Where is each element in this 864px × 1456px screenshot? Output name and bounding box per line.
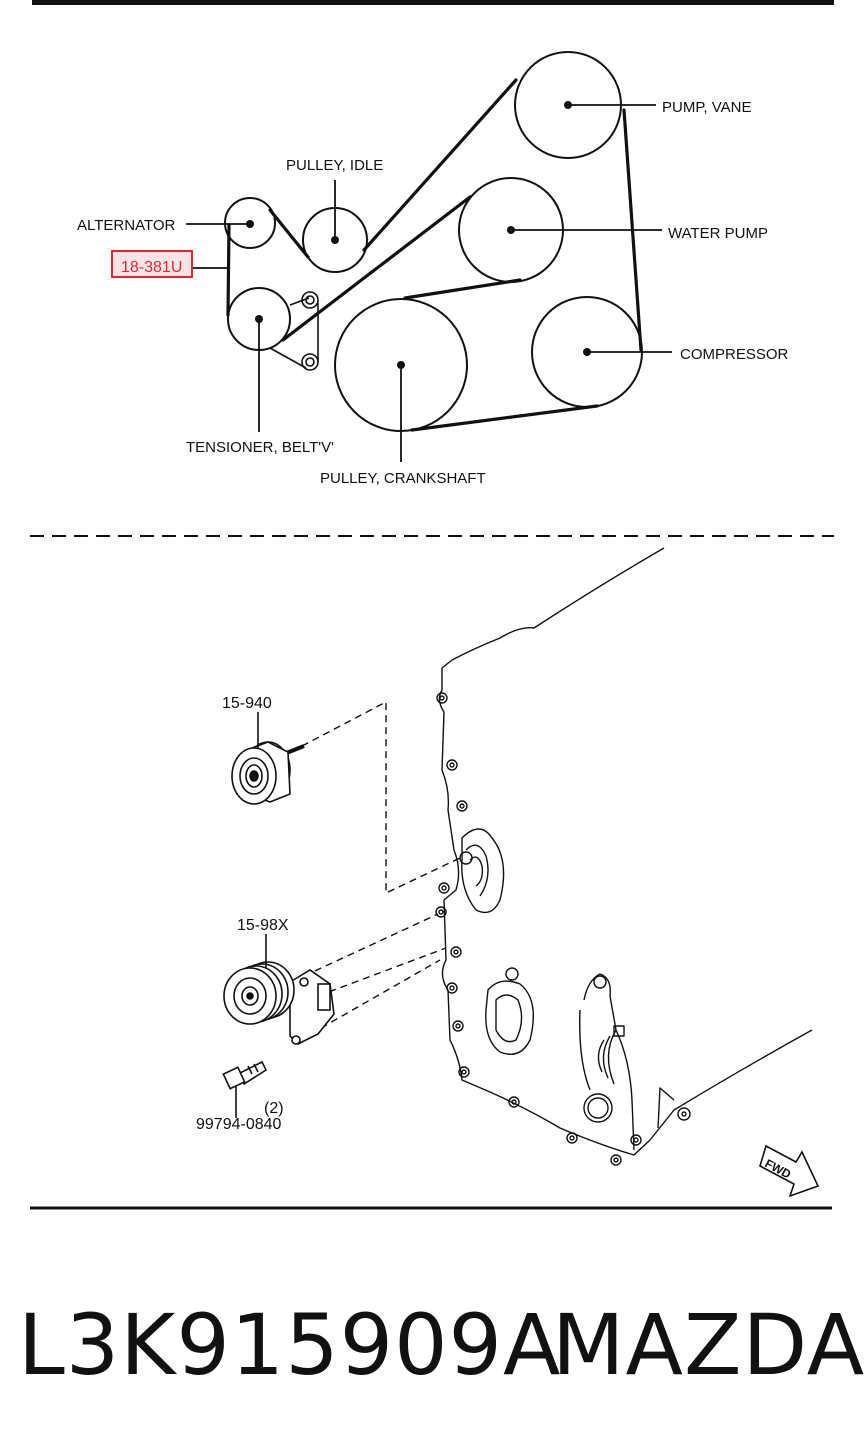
label-compressor: COMPRESSOR bbox=[680, 346, 789, 363]
label-water-pump: WATER PUMP bbox=[668, 225, 768, 242]
leader-dots bbox=[246, 101, 591, 369]
part-label-idler[interactable]: 15-940 bbox=[222, 695, 272, 712]
belt-routing-diagram bbox=[186, 51, 672, 462]
leader-lines bbox=[186, 104, 672, 462]
tensioner-assembly bbox=[223, 961, 335, 1045]
idler-pulley-assembly bbox=[231, 741, 305, 805]
fwd-arrow-icon bbox=[759, 1144, 820, 1198]
label-alternator: ALTERNATOR bbox=[77, 217, 176, 234]
highlighted-part-box bbox=[111, 250, 193, 278]
label-crankshaft: PULLEY, CRANKSHAFT bbox=[320, 470, 486, 487]
engine-front-cover bbox=[435, 547, 813, 1166]
footer-part-number: L3K915909A bbox=[18, 1296, 562, 1394]
top-border bbox=[32, 0, 834, 5]
part-qty-bolt: (2) bbox=[264, 1100, 284, 1117]
label-tensioner: TENSIONER, BELT'V' bbox=[186, 439, 334, 456]
footer-brand: MAZDA bbox=[552, 1296, 864, 1394]
label-pulley-idle: PULLEY, IDLE bbox=[286, 157, 383, 174]
part-label-tensioner[interactable]: 15-98X bbox=[237, 917, 289, 934]
bolt bbox=[222, 1060, 268, 1090]
label-pump-vane: PUMP, VANE bbox=[662, 99, 751, 116]
part-label-bolt[interactable]: 99794-0840 bbox=[196, 1116, 282, 1133]
footer: L3K915909A MAZDA bbox=[0, 1290, 864, 1400]
highlighted-part-number[interactable]: 18-381U bbox=[121, 259, 182, 276]
